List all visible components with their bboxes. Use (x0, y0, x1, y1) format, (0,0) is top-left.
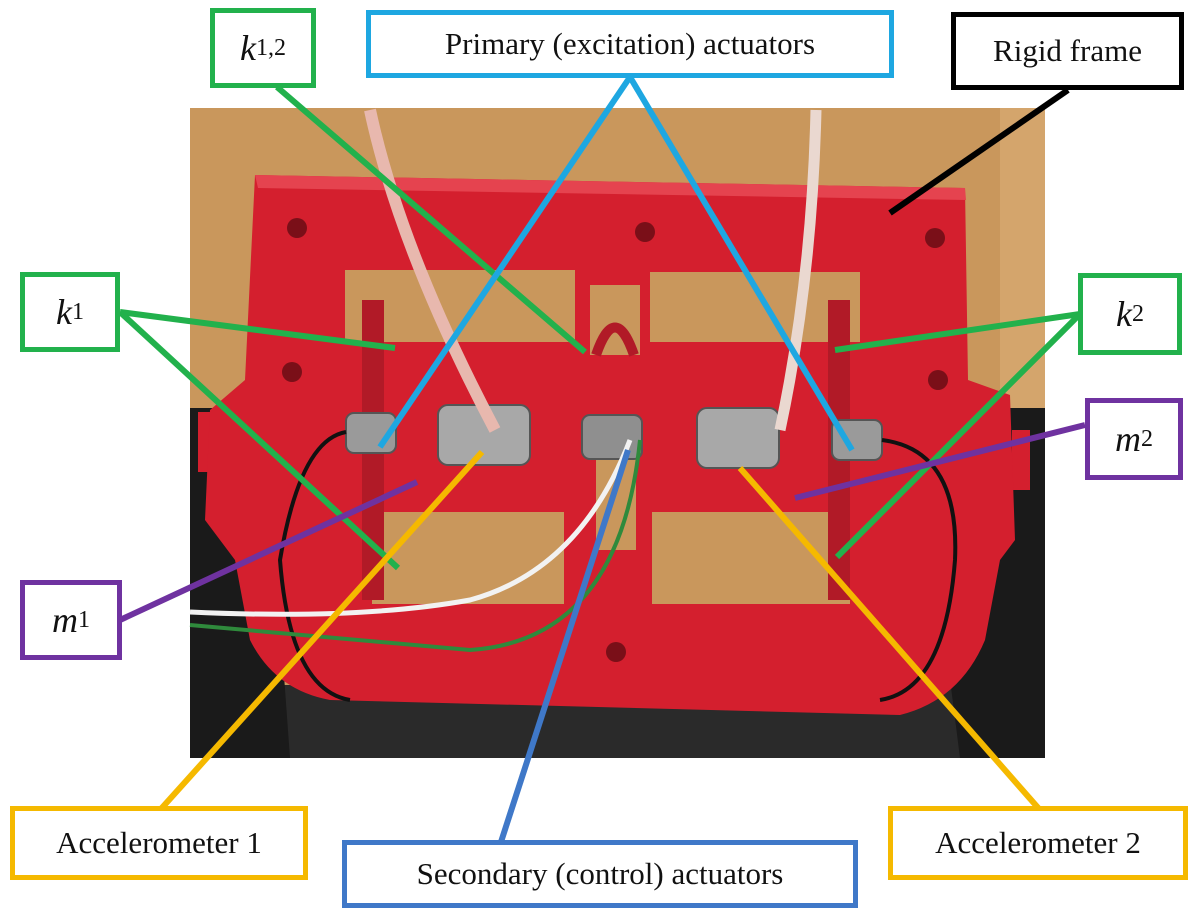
label-k1-sub: 1 (71, 298, 84, 325)
label-secondary-actuators: Secondary (control) actuators (342, 840, 858, 908)
label-secondary-actuators-text: Secondary (control) actuators (416, 856, 784, 891)
label-rigid-frame-text: Rigid frame (993, 33, 1142, 68)
label-accelerometer-1-text: Accelerometer 1 (56, 825, 262, 860)
frame-window-bottom-left (372, 512, 564, 604)
cable-black-left (277, 430, 351, 702)
leader-m2 (794, 422, 1086, 501)
frame-hole (606, 642, 626, 662)
leader-rigid-frame (888, 87, 1070, 216)
cable-green (189, 439, 642, 653)
label-accelerometer-1: Accelerometer 1 (10, 806, 308, 880)
label-k2-var: k (1116, 294, 1132, 334)
rigid-frame-shading (255, 175, 966, 200)
center-spring (591, 322, 639, 357)
frame-hole (928, 370, 948, 390)
leader-m1 (118, 479, 419, 623)
label-primary-actuators-text: Primary (excitation) actuators (444, 26, 816, 61)
label-m1-sub: 1 (78, 606, 90, 633)
label-accelerometer-2-text: Accelerometer 2 (935, 825, 1141, 860)
leader-k2-top (834, 311, 1081, 353)
label-k12-sub: 1,2 (255, 34, 286, 61)
frame-hole (925, 228, 945, 248)
frame-hole (282, 362, 302, 382)
leader-k1-top (119, 309, 396, 351)
label-m2-var: m (1115, 419, 1141, 459)
leader-k2-bottom (834, 311, 1083, 560)
label-k1-var: k (56, 292, 72, 332)
label-accelerometer-2: Accelerometer 2 (888, 806, 1188, 880)
leader-accelerometer-1 (157, 449, 485, 813)
leader-secondary (497, 449, 631, 846)
secondary-actuator (581, 414, 643, 460)
leader-lines (117, 75, 1086, 846)
label-m1-var: m (52, 600, 78, 640)
leader-accelerometer-2 (737, 466, 1043, 812)
cable-black-right (879, 438, 958, 702)
frame-hole (635, 222, 655, 242)
frame-hole (287, 218, 307, 238)
cable-pink-right (774, 109, 822, 432)
label-rigid-frame: Rigid frame (951, 12, 1184, 90)
leader-k12 (275, 84, 587, 355)
leader-primary-right (627, 75, 855, 452)
cable-white (189, 439, 633, 617)
leader-k1-bottom (117, 309, 401, 571)
label-k2-sub: 2 (1131, 300, 1144, 327)
leader-primary-left (377, 75, 633, 449)
label-m2-sub: 2 (1141, 425, 1153, 452)
label-primary-actuators: Primary (excitation) actuators (366, 10, 894, 78)
cable-pink-left (364, 108, 501, 433)
label-k12-var: k (240, 28, 256, 68)
accelerometer-2-body (696, 407, 780, 469)
